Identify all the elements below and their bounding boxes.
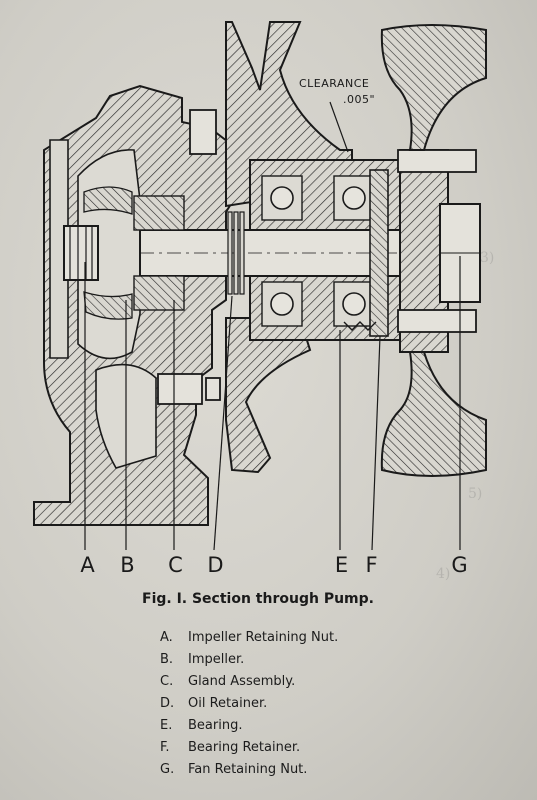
bearing-ball xyxy=(270,292,294,316)
fan-stud xyxy=(397,149,477,173)
fan-stud xyxy=(397,309,477,333)
legend-label: Bearing Retainer. xyxy=(188,740,301,755)
legend-label: Impeller Retaining Nut. xyxy=(188,630,339,645)
legend-item: C. Gland Assembly. xyxy=(160,674,338,696)
figure-caption: Fig. I. Section through Pump. xyxy=(142,591,374,607)
legend-item: G. Fan Retaining Nut. xyxy=(160,762,338,784)
impeller-retaining-nut xyxy=(63,225,99,281)
clearance-value: .005" xyxy=(343,93,376,106)
legend-item: B. Impeller. xyxy=(160,652,338,674)
legend-label: Impeller. xyxy=(188,652,245,667)
oil-retainer xyxy=(227,211,245,295)
bearing-ball xyxy=(342,292,366,316)
part-letter-row: A B C D E F G xyxy=(0,553,537,583)
impeller-vanes xyxy=(83,186,133,320)
legend-item: E. Bearing. xyxy=(160,718,338,740)
body-bolt xyxy=(157,109,221,405)
part-letter-e: E xyxy=(334,553,350,577)
part-letter-d: D xyxy=(207,553,225,577)
clearance-label: CLEARANCE xyxy=(299,77,370,90)
part-letter-b: B xyxy=(120,553,136,577)
clearance-callout: CLEARANCE .005" xyxy=(299,76,389,108)
part-letter-g: G xyxy=(451,553,469,577)
bearing-ball xyxy=(270,186,294,210)
fan-blade-upper xyxy=(380,24,487,151)
fan-blade-lower xyxy=(380,351,487,477)
legend-label: Gland Assembly. xyxy=(188,674,296,689)
bearing-ball xyxy=(342,186,366,210)
inlet-channel xyxy=(49,139,69,359)
leader-lines xyxy=(84,101,461,551)
legend-key: F. xyxy=(160,740,170,755)
part-letter-c: C xyxy=(168,553,184,577)
legend-item: A. Impeller Retaining Nut. xyxy=(160,630,338,652)
parts-legend: A. Impeller Retaining Nut. B. Impeller. C.… xyxy=(160,630,338,784)
legend-label: Bearing. xyxy=(188,718,243,733)
legend-item: D. Oil Retainer. xyxy=(160,696,338,718)
legend-key: B. xyxy=(160,652,174,667)
legend-item: F. Bearing Retainer. xyxy=(160,740,338,762)
bearing-retainer xyxy=(369,169,389,337)
legend-label: Fan Retaining Nut. xyxy=(188,762,308,777)
legend-key: D. xyxy=(160,696,175,711)
legend-key: C. xyxy=(160,674,174,689)
legend-label: Oil Retainer. xyxy=(188,696,268,711)
pulley-lower xyxy=(225,317,312,474)
part-letter-a: A xyxy=(80,553,96,577)
gland-seal xyxy=(133,195,185,231)
legend-key: A. xyxy=(160,630,173,645)
part-letter-f: F xyxy=(365,553,379,577)
legend-key: G. xyxy=(160,762,175,777)
legend-key: E. xyxy=(160,718,173,733)
